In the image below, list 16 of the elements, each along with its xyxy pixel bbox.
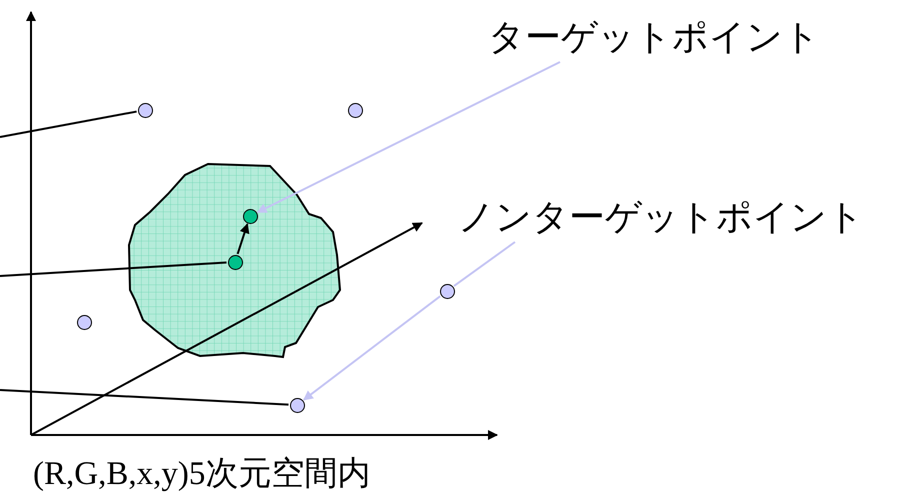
data-point: [348, 102, 362, 118]
leader-line: [0, 262, 227, 277]
data-point: [76, 314, 92, 330]
leader-line: [0, 110, 137, 138]
callout-label: ノンターゲットポイント: [458, 194, 864, 242]
leader-line: [0, 389, 289, 406]
arrow: [302, 295, 441, 401]
arrow: [236, 223, 250, 254]
arrow: [256, 61, 560, 214]
data-point: [440, 284, 454, 298]
caption: (R,G,B,x,y)5次元空間内: [33, 455, 370, 494]
data-point: [138, 102, 152, 118]
callout-label: ターゲットポイント: [488, 14, 820, 62]
leader-line: [453, 241, 516, 287]
data-point: [290, 398, 304, 412]
cluster-region: [127, 161, 342, 359]
